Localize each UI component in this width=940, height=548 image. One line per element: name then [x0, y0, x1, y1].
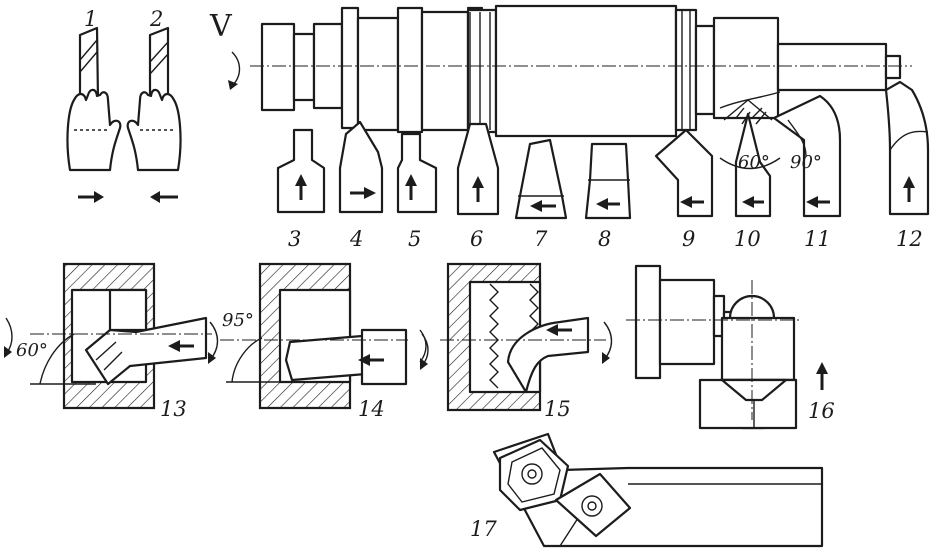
tool-6 — [456, 122, 500, 216]
tool-5 — [396, 132, 438, 214]
label-4: 4 — [349, 227, 363, 251]
label-13: 13 — [160, 397, 187, 421]
rotation-mark-v: V — [209, 9, 241, 90]
label-2: 2 — [149, 7, 163, 31]
label-9: 9 — [682, 227, 695, 251]
angle-60-fig13: 60° — [16, 340, 48, 361]
tool-10: 60° — [719, 99, 781, 218]
tool-3 — [276, 128, 326, 214]
label-7: 7 — [534, 227, 548, 251]
right-hand-tool-2 — [126, 26, 182, 172]
label-15: 15 — [544, 397, 571, 421]
tool-12 — [884, 80, 930, 216]
speed-symbol: V — [209, 9, 233, 44]
label-11: 11 — [804, 227, 831, 251]
hand-feed-arrows — [78, 191, 178, 203]
tool-7 — [514, 138, 568, 220]
label-5: 5 — [408, 227, 421, 251]
tool-8 — [584, 142, 632, 220]
fig15-internal-thread — [419, 262, 613, 412]
label-14: 14 — [358, 397, 385, 421]
label-8: 8 — [598, 227, 611, 251]
tool-9 — [654, 128, 714, 218]
fig13-boring-60: 60° — [4, 262, 219, 410]
fig17-insert-holder — [492, 432, 824, 548]
label-17: 17 — [470, 517, 497, 541]
fig14-boring-95: 95° — [220, 262, 429, 410]
label-6: 6 — [470, 227, 483, 251]
label-3: 3 — [288, 227, 301, 251]
label-10: 10 — [734, 227, 761, 251]
angle-90-tool11: 90° — [790, 152, 822, 173]
workpiece-shaft — [250, 4, 912, 138]
angle-95-fig14: 95° — [222, 310, 254, 331]
angle-60-tool10: 60° — [738, 152, 770, 173]
label-16: 16 — [808, 399, 835, 423]
tool-11: 90° — [772, 94, 842, 218]
tool-4 — [338, 120, 384, 214]
fig16-ball-turning — [626, 264, 828, 430]
square-insert — [554, 472, 632, 538]
left-hand-tool-1 — [66, 26, 122, 172]
label-12: 12 — [896, 227, 923, 251]
label-1: 1 — [84, 7, 97, 31]
